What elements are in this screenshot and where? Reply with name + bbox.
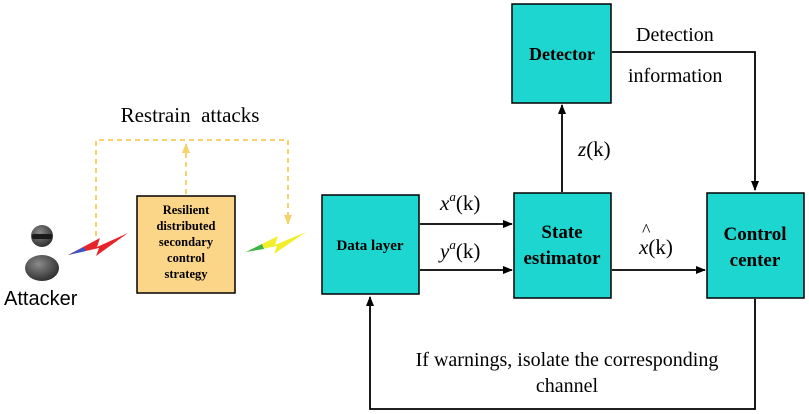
strategy-line: distributed — [156, 219, 215, 233]
detector-label: Detector — [529, 44, 595, 64]
xa-sup: a — [449, 189, 456, 204]
ya-arg: (k) — [456, 239, 481, 263]
data-layer-box — [321, 194, 420, 295]
control-center-line2: center — [730, 250, 781, 271]
data-layer-label: Data layer — [336, 238, 403, 254]
restrain-label: Restrain attacks — [121, 103, 260, 127]
lightning-bolt-yellow-icon — [246, 232, 306, 254]
ya-sup: a — [449, 237, 456, 252]
state-estimator-line1: State — [541, 222, 582, 243]
lightning-bolt-red-icon — [68, 233, 128, 256]
control-center-line1: Control — [724, 224, 787, 245]
feedback-line2: channel — [536, 375, 599, 397]
strategy-line: Resilient — [163, 203, 210, 217]
state-estimator-box — [513, 192, 612, 299]
detection-line1: Detection — [636, 24, 714, 46]
detector-box — [511, 3, 612, 104]
z-base: z — [577, 137, 586, 161]
feedback-arrow — [366, 296, 756, 410]
control-center-box — [706, 192, 805, 299]
attacker-label: Attacker — [4, 288, 78, 310]
svg-text:x(k): x(k) — [638, 235, 673, 259]
strategy-text: Resilient distributed secondary control … — [156, 203, 215, 281]
xhat-base: x — [638, 235, 649, 259]
strategy-line: control — [167, 251, 205, 265]
xa-signal-label: xa(k) — [439, 189, 480, 215]
restrain-dashed-arrows — [95, 139, 292, 236]
xhat-hat: ^ — [642, 220, 651, 240]
ya-base: y — [438, 239, 450, 263]
xa-arg: (k) — [456, 191, 481, 215]
strategy-line: strategy — [164, 267, 208, 281]
z-signal-label: z(k) — [577, 137, 611, 161]
xhat-signal-label: ^ x(k) — [638, 220, 673, 259]
xhat-arg: (k) — [648, 235, 673, 259]
strategy-line: secondary — [159, 235, 214, 249]
strategy-box — [136, 195, 236, 294]
z-arg: (k) — [586, 137, 611, 161]
feedback-line1: If warnings, isolate the corresponding — [416, 349, 719, 371]
xa-base: x — [439, 191, 450, 215]
ya-signal-label: ya(k) — [438, 237, 480, 263]
state-estimator-line2: estimator — [523, 248, 601, 269]
detection-line2: information — [628, 65, 722, 87]
attacker-person-icon — [25, 225, 59, 281]
data-to-estimator-arrows — [420, 220, 513, 274]
detector-to-control-arrow — [612, 51, 759, 191]
